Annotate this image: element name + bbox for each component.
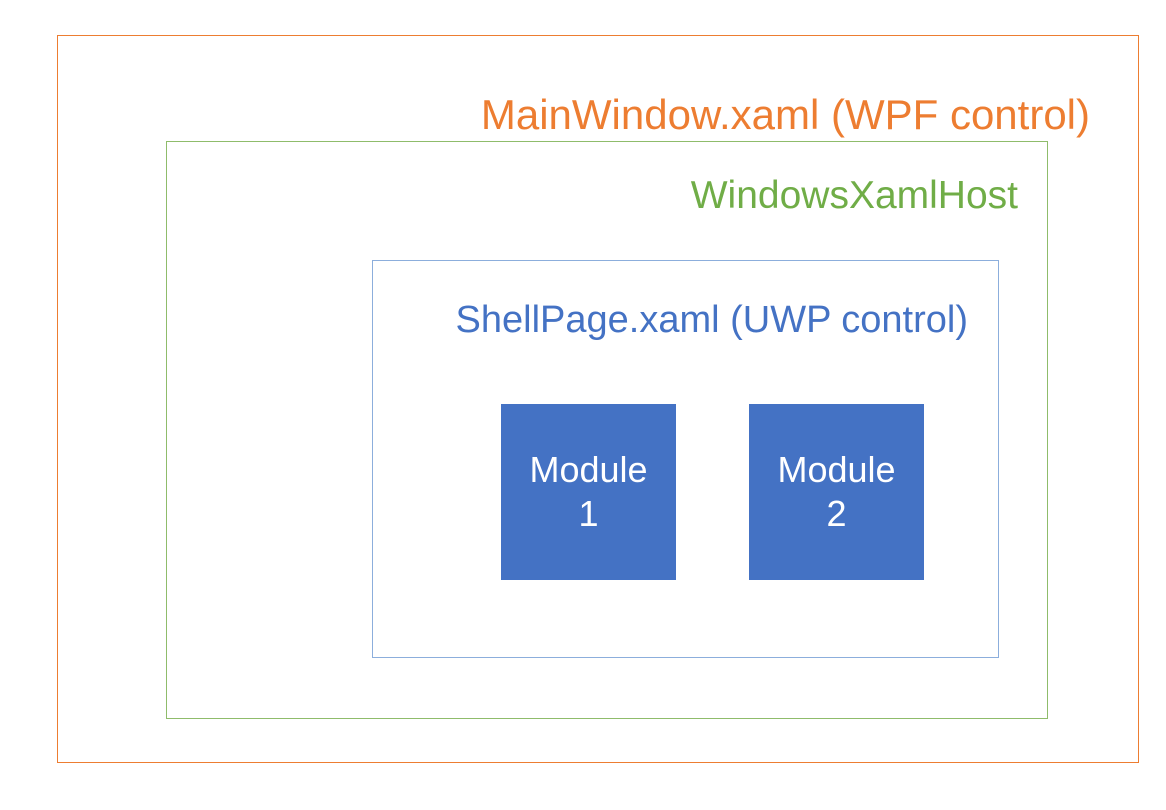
module-block-1-name: Module <box>529 449 648 491</box>
layer-label-shellpage-uwp: ShellPage.xaml (UWP control) <box>455 299 968 341</box>
module-block-2: Module 2 <box>749 404 924 580</box>
layer-box-shellpage-uwp: ShellPage.xaml (UWP control) <box>372 260 999 658</box>
layer-box-mainwindow-wpf: MainWindow.xaml (WPF control) <box>57 35 1139 763</box>
module-block-1-number: 1 <box>578 493 599 534</box>
module-block-2-number: 2 <box>826 493 847 534</box>
module-block-1: Module 1 <box>501 404 676 580</box>
layer-label-mainwindow-wpf: MainWindow.xaml (WPF control) <box>480 91 1090 138</box>
layer-label-windowsxamlhost: WindowsXamlHost <box>690 174 1018 217</box>
layer-box-windowsxamlhost: WindowsXamlHost <box>166 141 1048 719</box>
module-block-2-name: Module <box>777 449 896 491</box>
